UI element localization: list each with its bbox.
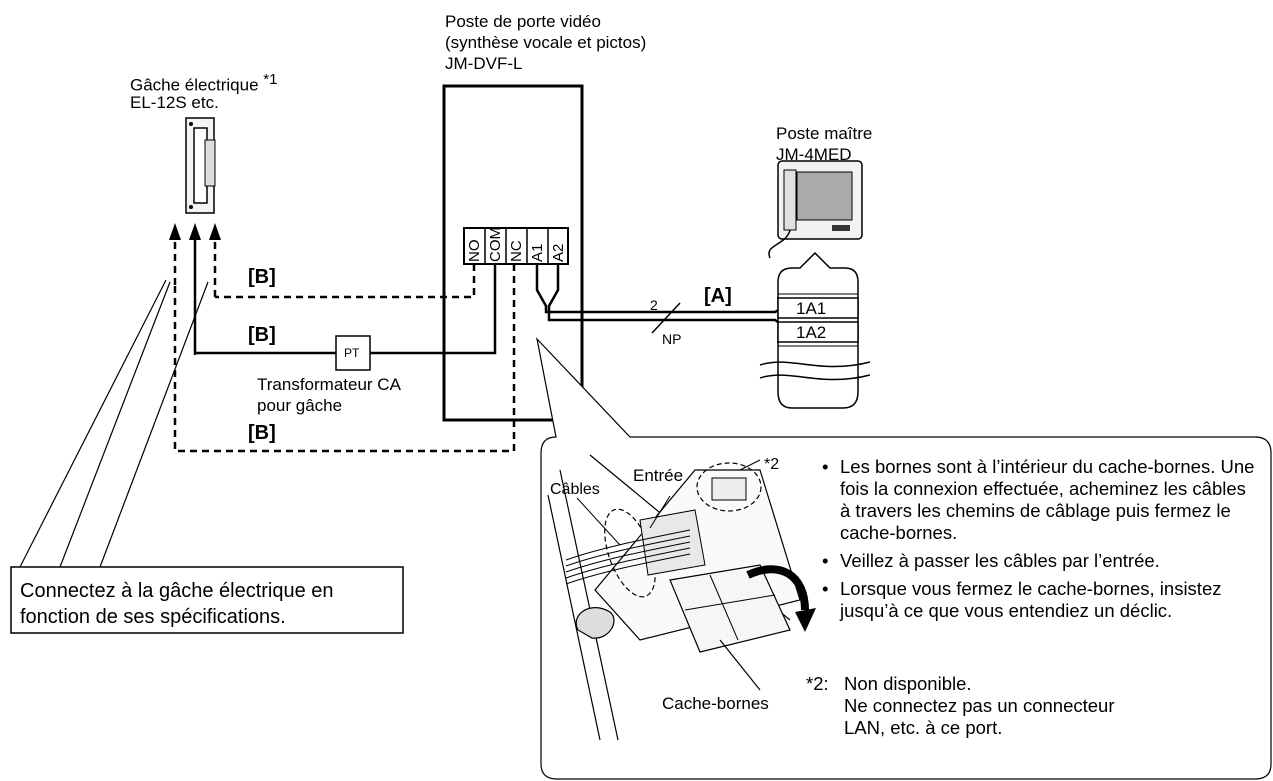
footnote-line-3: LAN, etc. à ce port. [844,717,1003,738]
detail-notes: Les bornes sont à l’intérieur du cache-b… [818,456,1258,628]
wire-type: NP [662,331,682,347]
master-station-icon [768,160,863,259]
footnote-line-2: Ne connectez pas un connecteur [844,695,1115,716]
footnote-line-1: Non disponible. [844,673,972,694]
wire-label-b-top: [B] [248,266,276,288]
wire-label-b-mid: [B] [248,324,276,346]
electric-lock-note-mark: *1 [263,71,278,88]
terminal-nc: NC [508,240,525,262]
wire-no [215,264,476,299]
door-station-model: JM-DVF-L [445,54,523,73]
door-station-title: Poste de porte vidéo [445,12,601,31]
footnote-mark: *2: [806,673,829,694]
electric-lock-icon [185,117,216,214]
master-terminal-1a2: 1A2 [796,323,827,342]
detail-label-cables: Câbles [550,481,600,498]
wire-label-a: [A] [704,285,732,307]
door-terminal-block [463,227,569,265]
terminal-a1: A1 [529,243,546,262]
terminal-com: COM [487,227,504,262]
master-station-model: JM-4MED [776,145,852,164]
lock-callout [10,279,404,634]
terminal-cover-illustration [547,454,816,741]
door-station-subtitle: (synthèse vocale et pictos) [445,33,647,52]
master-station-title: Poste maître [776,124,873,143]
electric-lock-title: Gâche électrique *1 [130,69,277,96]
wire-a2 [547,264,791,332]
detail-label-cover: Cache-bornes [662,694,769,713]
detail-label-entry: Entrée [633,466,684,485]
callout-text: Connectez à la gâche électrique en fonct… [20,580,334,628]
terminal-no: NO [466,239,483,263]
electric-lock-model: EL-12S etc. [130,93,219,112]
master-terminal-1a1: 1A1 [796,299,827,318]
detail-note-3: Lorsque vous fermez le cache-bornes, ins… [818,578,1258,622]
detail-footnote: *2: Non disponible. Ne connectez pas un c… [806,673,1114,739]
transformer-label-2: pour gâche [257,396,343,415]
transformer-label-1: Transformateur CA [257,375,401,394]
transformer-abbr: PT [344,346,360,360]
detail-note-2: Veillez à passer les câbles par l’entrée… [818,550,1258,572]
detail-port-mark: *2 [764,456,780,473]
wire-com [370,264,497,355]
electric-lock-title-text: Gâche électrique [130,75,259,95]
wire-label-b-bottom: [B] [248,422,276,444]
terminal-a2: A2 [550,243,567,262]
detail-note-1: Les bornes sont à l’intérieur du cache-b… [818,456,1258,544]
transformer-box [335,335,371,371]
wire-count: 2 [650,297,658,313]
